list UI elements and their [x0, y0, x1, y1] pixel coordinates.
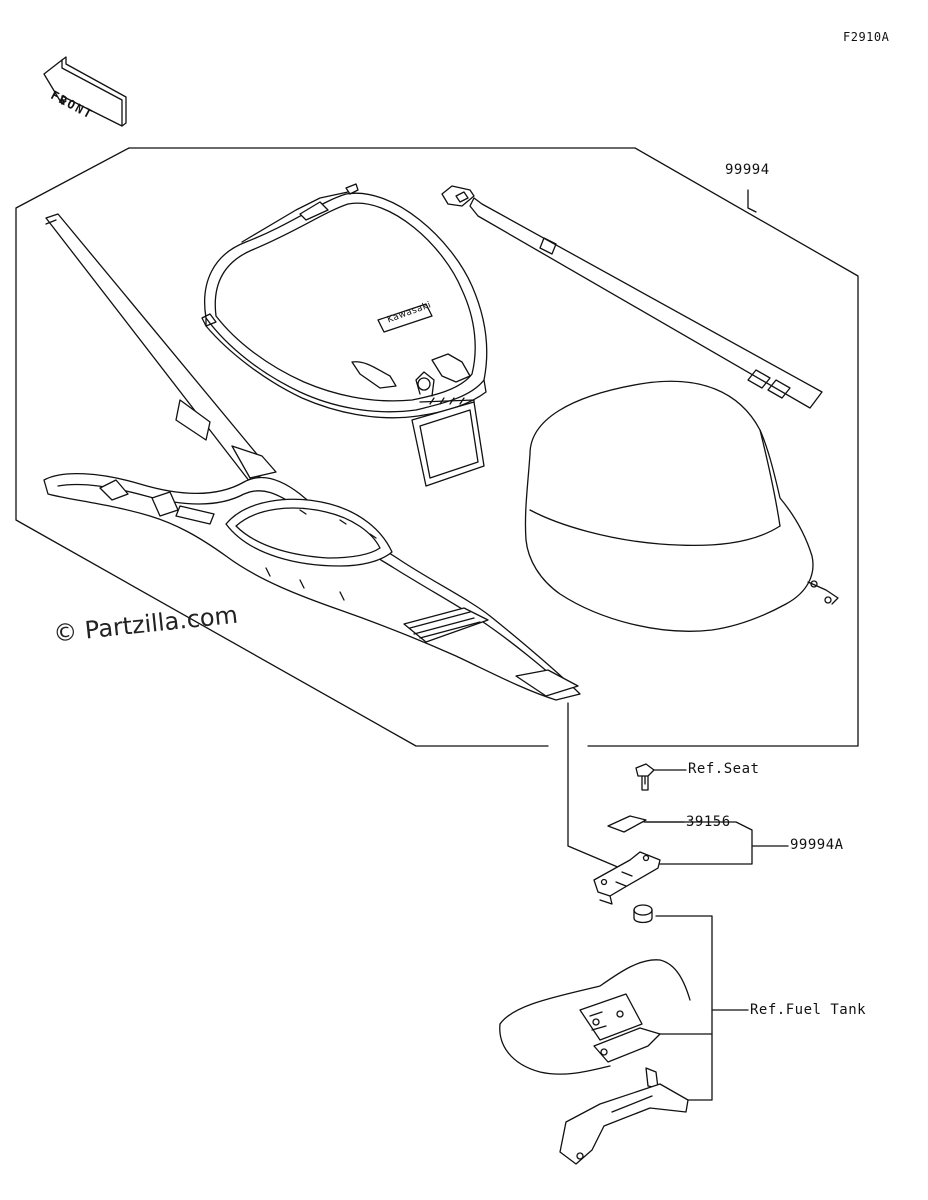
figure-code: F2910A — [843, 30, 890, 44]
leader-99994a-bracket — [643, 821, 753, 865]
callout-39156: 39156 — [686, 814, 731, 830]
leader-ref-fuel-tank — [655, 915, 713, 1101]
callout-ref-fuel-tank: Ref.Fuel Tank — [750, 1002, 867, 1018]
harness-straps — [43, 213, 581, 701]
bolt-icon — [635, 763, 655, 791]
tank-bag — [201, 183, 488, 487]
front-arrow-icon — [43, 56, 127, 127]
long-strap — [441, 185, 823, 409]
callout-99994a: 99994A — [790, 837, 844, 853]
seat-cover — [524, 380, 839, 632]
callout-99994: 99994 — [725, 162, 770, 178]
kit-boundary — [128, 147, 859, 747]
grommet-icon — [633, 904, 653, 924]
bracket-99994a — [593, 851, 661, 905]
leader-strap-to-bracket — [567, 702, 621, 869]
fuel-tank-ref — [499, 959, 691, 1165]
leader-99994 — [747, 189, 757, 213]
callout-ref-seat: Ref.Seat — [688, 761, 760, 777]
pad-39156 — [607, 815, 647, 833]
